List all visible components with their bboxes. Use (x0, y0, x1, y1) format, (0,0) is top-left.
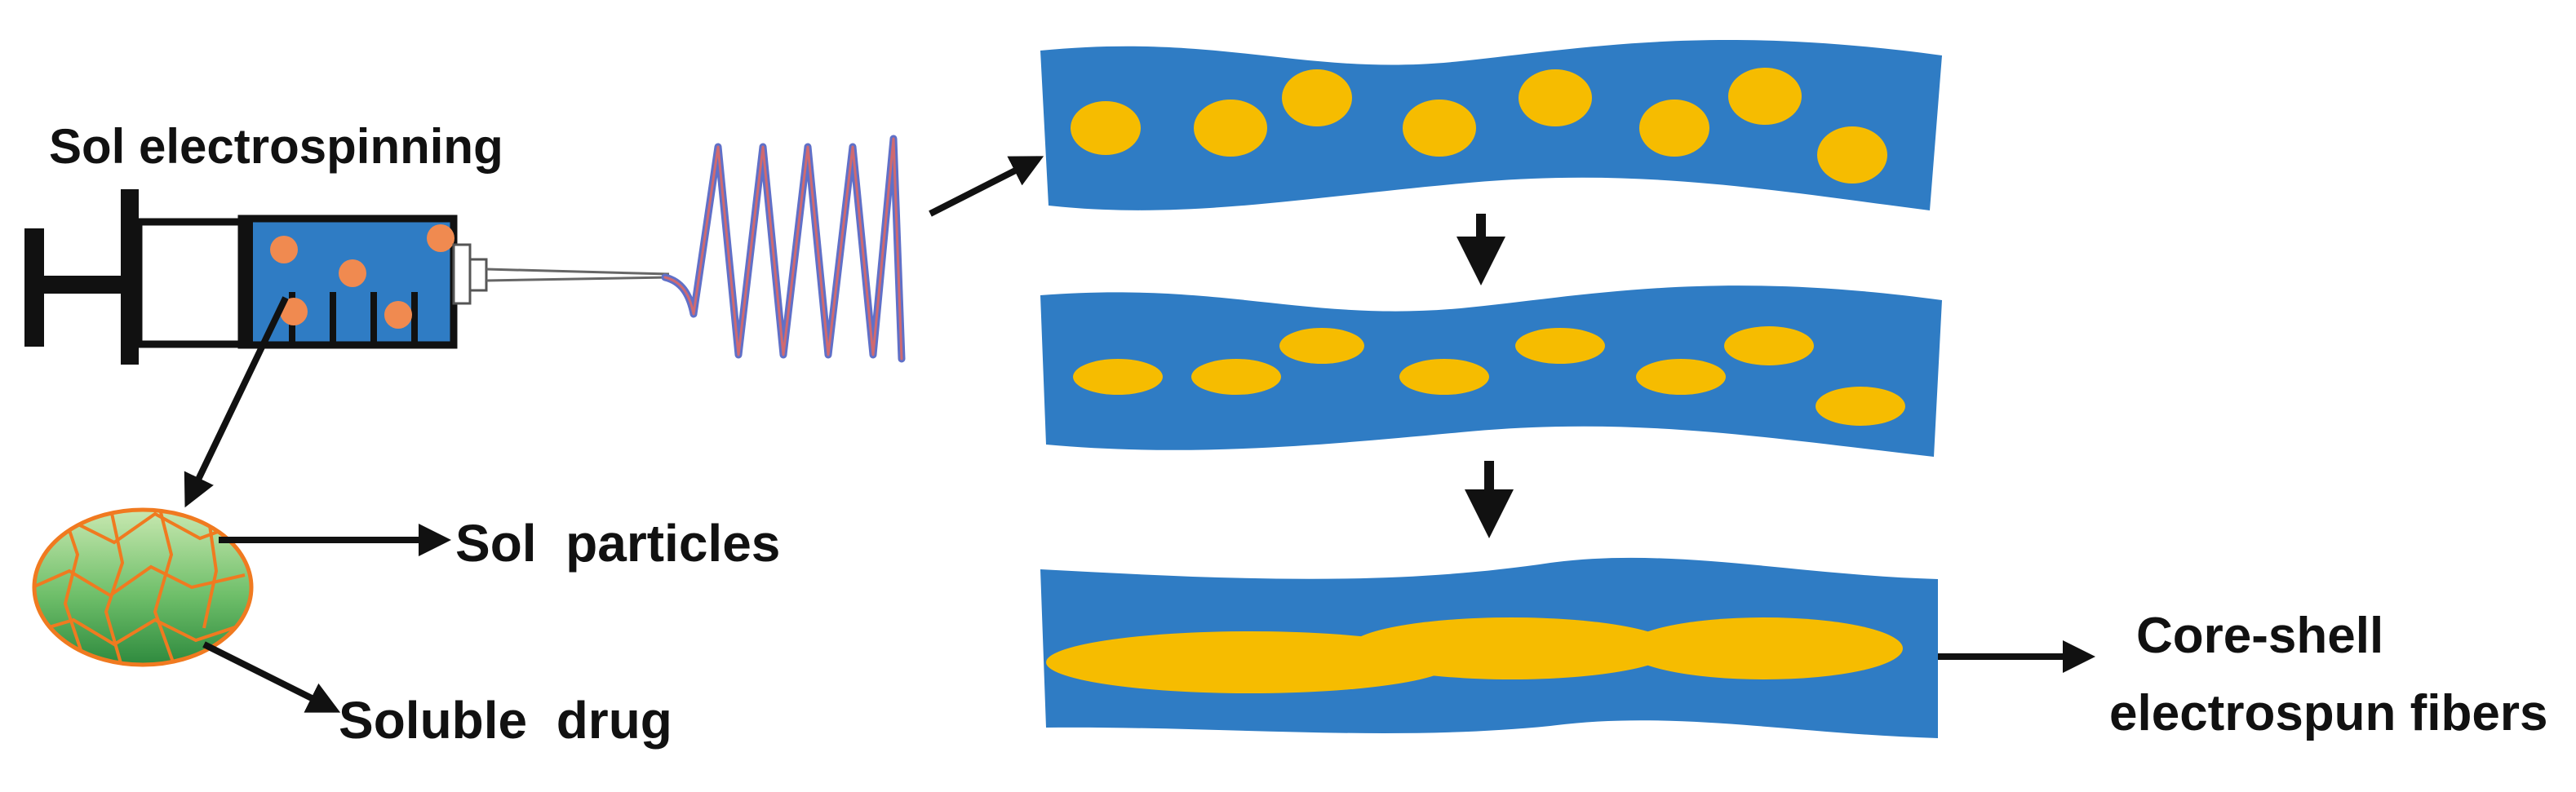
fiber-stage-2 (1040, 285, 1942, 457)
fiber-stage-1 (1040, 40, 1942, 210)
arrow-to-fiber-1 (929, 156, 1044, 217)
whipping-jet-icon (661, 135, 906, 363)
soluble-drug-label: Soluble drug (339, 691, 672, 750)
core-shell-label-line2: electrospun fibers (2109, 685, 2547, 741)
syringe-icon (24, 189, 670, 365)
fiber-stage-3 (1040, 557, 1938, 738)
core-shell-label-line1: Core-shell (2136, 608, 2383, 664)
title-label: Sol electrospinning (49, 119, 503, 174)
arrow-to-sol-particle (184, 296, 289, 508)
sol-particle-icon (32, 507, 254, 667)
arrow-to-soluble-drug-label (202, 641, 341, 713)
sol-particles-label: Sol particles (455, 514, 780, 573)
